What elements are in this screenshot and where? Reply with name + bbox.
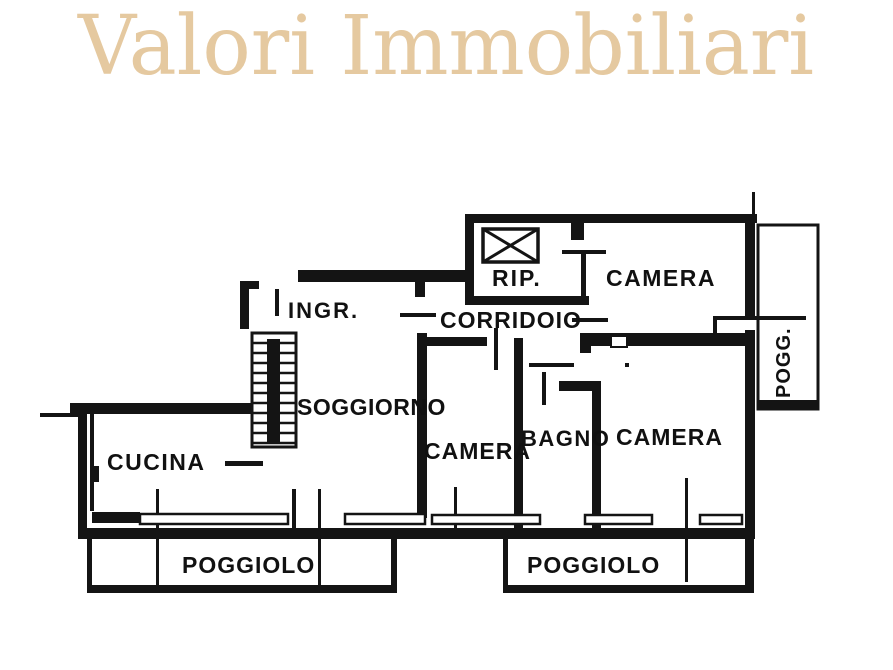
door-leaf-camera-mid — [494, 328, 498, 370]
door-leaf-soggiorno — [292, 489, 296, 529]
balcony-right-wall-l — [503, 532, 508, 588]
door-leaf-entry — [275, 289, 279, 316]
threshold-pogg — [716, 316, 806, 320]
wall-entry-hook-h — [240, 281, 259, 289]
room-label-poggiolo-right: POGGIOLO — [527, 552, 660, 578]
wall-entry-hook-v — [240, 281, 249, 329]
wall-camera-mid-left — [417, 333, 427, 518]
wall-cucina-bottom-lip — [92, 512, 140, 523]
door-dash-corridoio-right — [572, 318, 608, 322]
plan-walls — [40, 192, 819, 593]
door-dash-corridoio-left — [400, 313, 436, 317]
wall-left-bump — [90, 466, 99, 482]
window-sill-bagno — [583, 513, 654, 526]
window-sill-camera-right — [698, 513, 744, 526]
wall-camera-mid-right — [514, 338, 523, 528]
mullion-3 — [454, 487, 457, 531]
balcony-pogg-outline — [756, 223, 820, 411]
balcony-left-wall-b — [87, 585, 397, 593]
wall-stub-camera-right — [580, 333, 591, 353]
brand-logo: Valori Immobiliari — [77, 0, 814, 94]
room-label-ripostiglio: RIP. — [492, 265, 542, 291]
balcony-pogg-bottom — [757, 400, 819, 408]
window-sill-soggiorno — [343, 512, 427, 526]
room-label-camera-right: CAMERA — [616, 424, 723, 450]
mullion-4 — [685, 478, 688, 582]
room-label-bagno: BAGNO — [521, 426, 610, 451]
balcony-right-wall-b — [503, 585, 749, 593]
dot-detail — [625, 363, 629, 367]
room-label-camera-top: CAMERA — [606, 265, 716, 291]
wall-left-inner — [90, 413, 94, 511]
wall-rip-bottom — [465, 296, 589, 305]
room-label-camera-mid: CAMERA — [424, 438, 531, 464]
wall-rip-jamb — [581, 252, 586, 305]
wall-camera-right-top — [580, 333, 745, 346]
mullion-1 — [156, 489, 159, 586]
window-sills — [138, 335, 744, 526]
door-dash-bagno — [529, 363, 574, 367]
wall-bagno-right — [592, 381, 601, 528]
window-sill-cucina — [138, 512, 290, 526]
wall-right-upper — [745, 214, 755, 318]
room-label-cucina: CUCINA — [107, 449, 205, 475]
balcony-right-wall-r — [745, 532, 754, 593]
wall-stub-cucina-door — [225, 461, 263, 466]
room-labels: INGR. RIP. CAMERA CORRIDOIO SOGGIORNO CA… — [107, 265, 795, 578]
shaft-x-box — [481, 227, 540, 264]
door-leaf-bagno — [542, 372, 546, 405]
wall-cucina-top — [70, 403, 253, 414]
jamb-corridor — [415, 282, 425, 297]
wall-top-notch — [571, 223, 584, 240]
mullion-2 — [318, 489, 321, 586]
room-label-ingresso: INGR. — [288, 298, 359, 323]
jamb-pogg-door — [713, 316, 717, 336]
wall-right-lower — [745, 330, 755, 532]
wall-camera-mid-top — [427, 337, 487, 346]
room-label-poggiolo-left: POGGIOLO — [182, 552, 315, 578]
wall-top-block-left — [465, 214, 474, 304]
section-line-left — [40, 413, 78, 417]
wall-left-outer — [78, 403, 87, 534]
wall-top — [465, 214, 757, 223]
stairs — [250, 331, 298, 449]
room-label-pogg: POGG. — [773, 327, 795, 398]
balcony-left-wall-l — [87, 532, 92, 588]
pillar-gap — [610, 335, 628, 348]
room-label-soggiorno: SOGGIORNO — [297, 394, 446, 420]
tick-above-top-wall — [752, 192, 755, 216]
door-dash-camera-top — [562, 250, 606, 254]
wall-corridor-north — [298, 270, 468, 282]
room-label-corridoio: CORRIDOIO — [440, 307, 582, 333]
balcony-left-wall-r — [391, 532, 397, 590]
window-sill-camera-mid — [430, 513, 542, 526]
wall-bottom — [78, 528, 755, 539]
wall-bagno-top — [559, 381, 598, 391]
